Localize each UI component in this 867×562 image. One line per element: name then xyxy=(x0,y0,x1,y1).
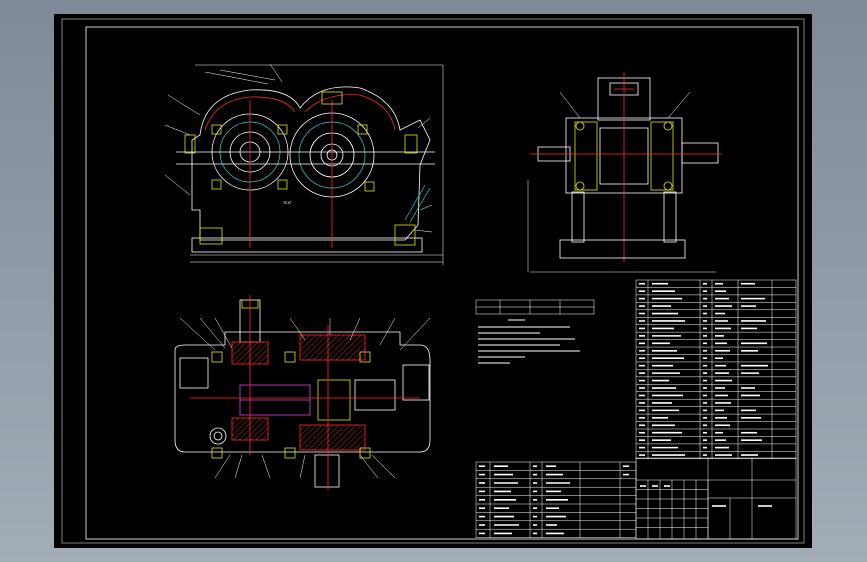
outer-border xyxy=(61,18,805,544)
front-view: TEXT xyxy=(164,63,444,265)
inner-border xyxy=(85,26,799,540)
technical-notes xyxy=(475,299,595,364)
section-view xyxy=(174,295,431,490)
svg-text:TEXT: TEXT xyxy=(282,201,293,205)
title-block xyxy=(635,457,797,540)
parts-list-table xyxy=(635,279,797,460)
side-view xyxy=(527,72,722,273)
parts-list-bottom xyxy=(475,461,637,538)
